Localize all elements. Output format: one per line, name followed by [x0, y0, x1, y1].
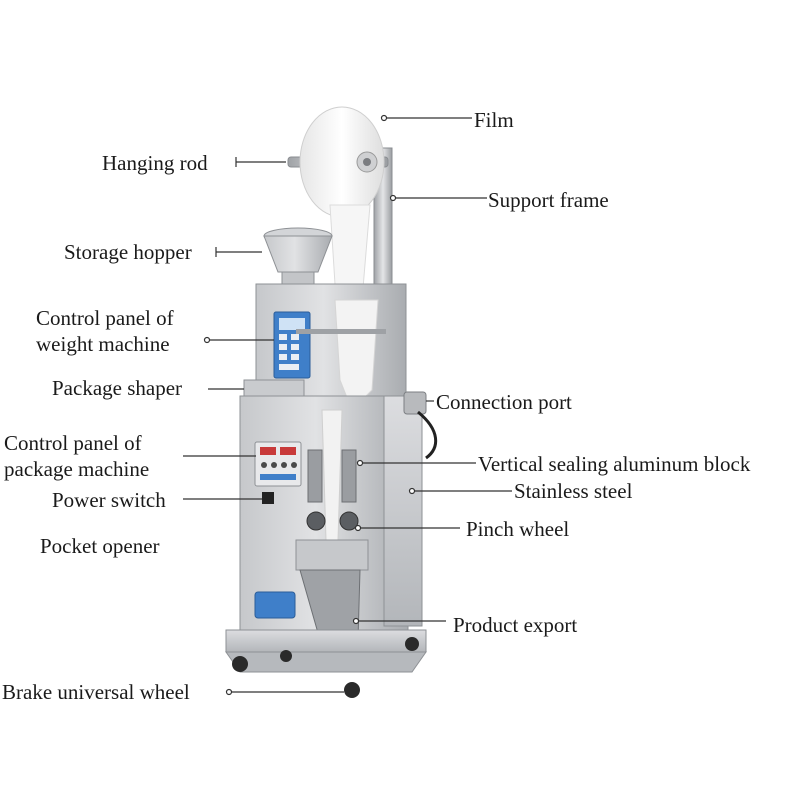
label-control-panel-weight: Control panel of weight machine: [36, 305, 174, 357]
label-control-panel-package-line2: package machine: [4, 457, 150, 481]
brand-sticker: [254, 591, 296, 619]
label-brake-universal-wheel: Brake universal wheel: [2, 680, 190, 704]
vertical-sealing-block: [307, 409, 357, 541]
label-control-panel-package-line1: Control panel of: [4, 431, 142, 455]
storage-hopper: [263, 227, 333, 287]
label-control-panel-weight-line1: Control panel of: [36, 306, 174, 330]
guide-bar: [296, 329, 386, 334]
label-vertical-sealing: Vertical sealing aluminum block: [478, 452, 751, 476]
power-switch: [262, 492, 274, 504]
package-control-panel: [254, 441, 302, 487]
leader-lines: [183, 114, 512, 696]
connection-port: [403, 391, 437, 460]
label-product-export: Product export: [453, 613, 578, 637]
label-power-switch: Power switch: [52, 488, 166, 512]
label-package-shaper: Package shaper: [52, 376, 183, 400]
label-pinch-wheel: Pinch wheel: [466, 517, 570, 541]
weight-control-panel: [273, 311, 311, 379]
label-pocket-opener: Pocket opener: [40, 534, 160, 558]
label-control-panel-weight-line2: weight machine: [36, 332, 170, 356]
label-control-panel-package: Control panel of package machine: [4, 430, 149, 482]
brake-universal-wheels: [232, 637, 419, 698]
pocket-opener: [295, 539, 369, 571]
label-film: Film: [474, 108, 514, 132]
label-support-frame: Support frame: [488, 188, 609, 212]
film-roll: [299, 106, 385, 361]
pinch-wheel: [306, 511, 359, 531]
package-shaper: [243, 379, 305, 399]
label-storage-hopper: Storage hopper: [64, 240, 192, 264]
label-connection-port: Connection port: [436, 390, 572, 414]
base-frame: [225, 629, 427, 673]
label-hanging-rod: Hanging rod: [102, 151, 208, 175]
label-stainless-steel: Stainless steel: [514, 479, 633, 503]
